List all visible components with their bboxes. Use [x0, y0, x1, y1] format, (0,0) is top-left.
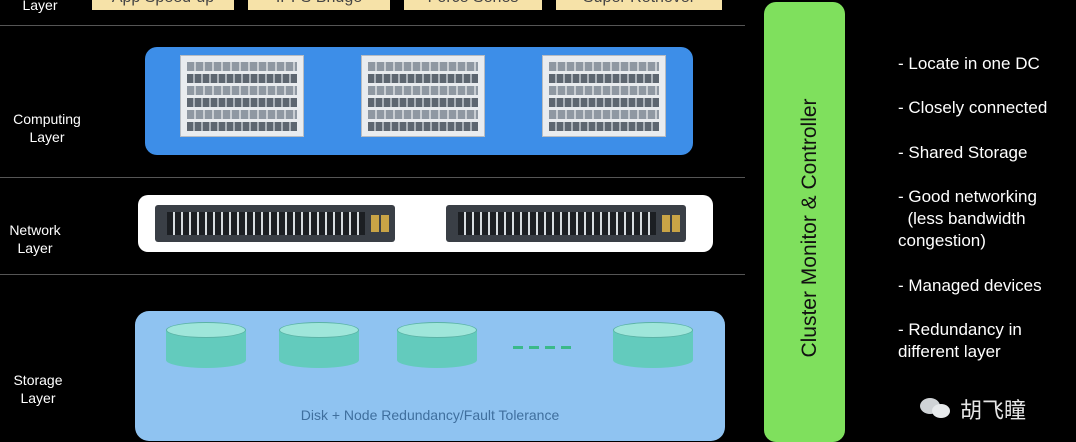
layer-divider [0, 177, 745, 178]
server-rack-icon [180, 55, 304, 137]
ellipsis-dash-icon [513, 346, 577, 349]
disk-icon [613, 322, 693, 370]
feature-item: - Locate in one DC [898, 54, 1040, 73]
storage-caption: Disk + Node Redundancy/Fault Tolerance [300, 407, 560, 423]
cluster-monitor-bar [764, 2, 845, 442]
computing-layer-label-line1: Computing [13, 111, 81, 127]
feature-item: different layer [898, 342, 1001, 361]
tag-ipfs-bridge: IPFS Bridge [248, 0, 390, 10]
server-rack-icon [361, 55, 485, 137]
tag-super-retriever: Super Retriever [556, 0, 722, 10]
disk-icon [166, 322, 246, 370]
server-rack-icon [542, 55, 666, 137]
wechat-icon [920, 396, 954, 422]
storage-layer-label-line1: Storage [13, 372, 63, 388]
storage-layer-label: Storage Layer [0, 371, 83, 407]
network-switch-icon [155, 205, 395, 242]
network-layer-label-line1: Network [9, 222, 61, 238]
layer-divider [0, 25, 745, 26]
apps-layer-label: Layer [22, 0, 58, 13]
network-layer-box [138, 195, 713, 252]
disk-icon [397, 322, 477, 370]
network-layer-label: Network Layer [0, 221, 80, 257]
layer-divider [0, 274, 745, 275]
feature-item: - Closely connected [898, 98, 1048, 117]
computing-layer-box [145, 47, 693, 155]
feature-item: - Good networking [898, 187, 1037, 206]
feature-item: - Managed devices [898, 276, 1042, 295]
storage-layer-box: Disk + Node Redundancy/Fault Tolerance [135, 311, 725, 441]
network-switch-icon [446, 205, 686, 242]
feature-item: - Shared Storage [898, 143, 1028, 162]
feature-item: (less bandwidth [898, 209, 1026, 228]
feature-item: - Redundancy in [898, 320, 1022, 339]
network-layer-label-line2: Layer [17, 240, 53, 256]
computing-layer-label: Computing Layer [2, 110, 92, 146]
cluster-monitor-label: Cluster Monitor & Controller [798, 98, 821, 358]
storage-layer-label-line2: Layer [20, 390, 56, 406]
tag-app-speed-up: App Speed-up [92, 0, 234, 10]
disk-icon [279, 322, 359, 370]
tag-force-series: Force Series [404, 0, 542, 10]
computing-layer-label-line2: Layer [29, 129, 65, 145]
watermark: 胡飞瞳 [920, 392, 1026, 426]
watermark-text: 胡飞瞳 [960, 399, 1027, 424]
feature-item: congestion) [898, 231, 986, 250]
